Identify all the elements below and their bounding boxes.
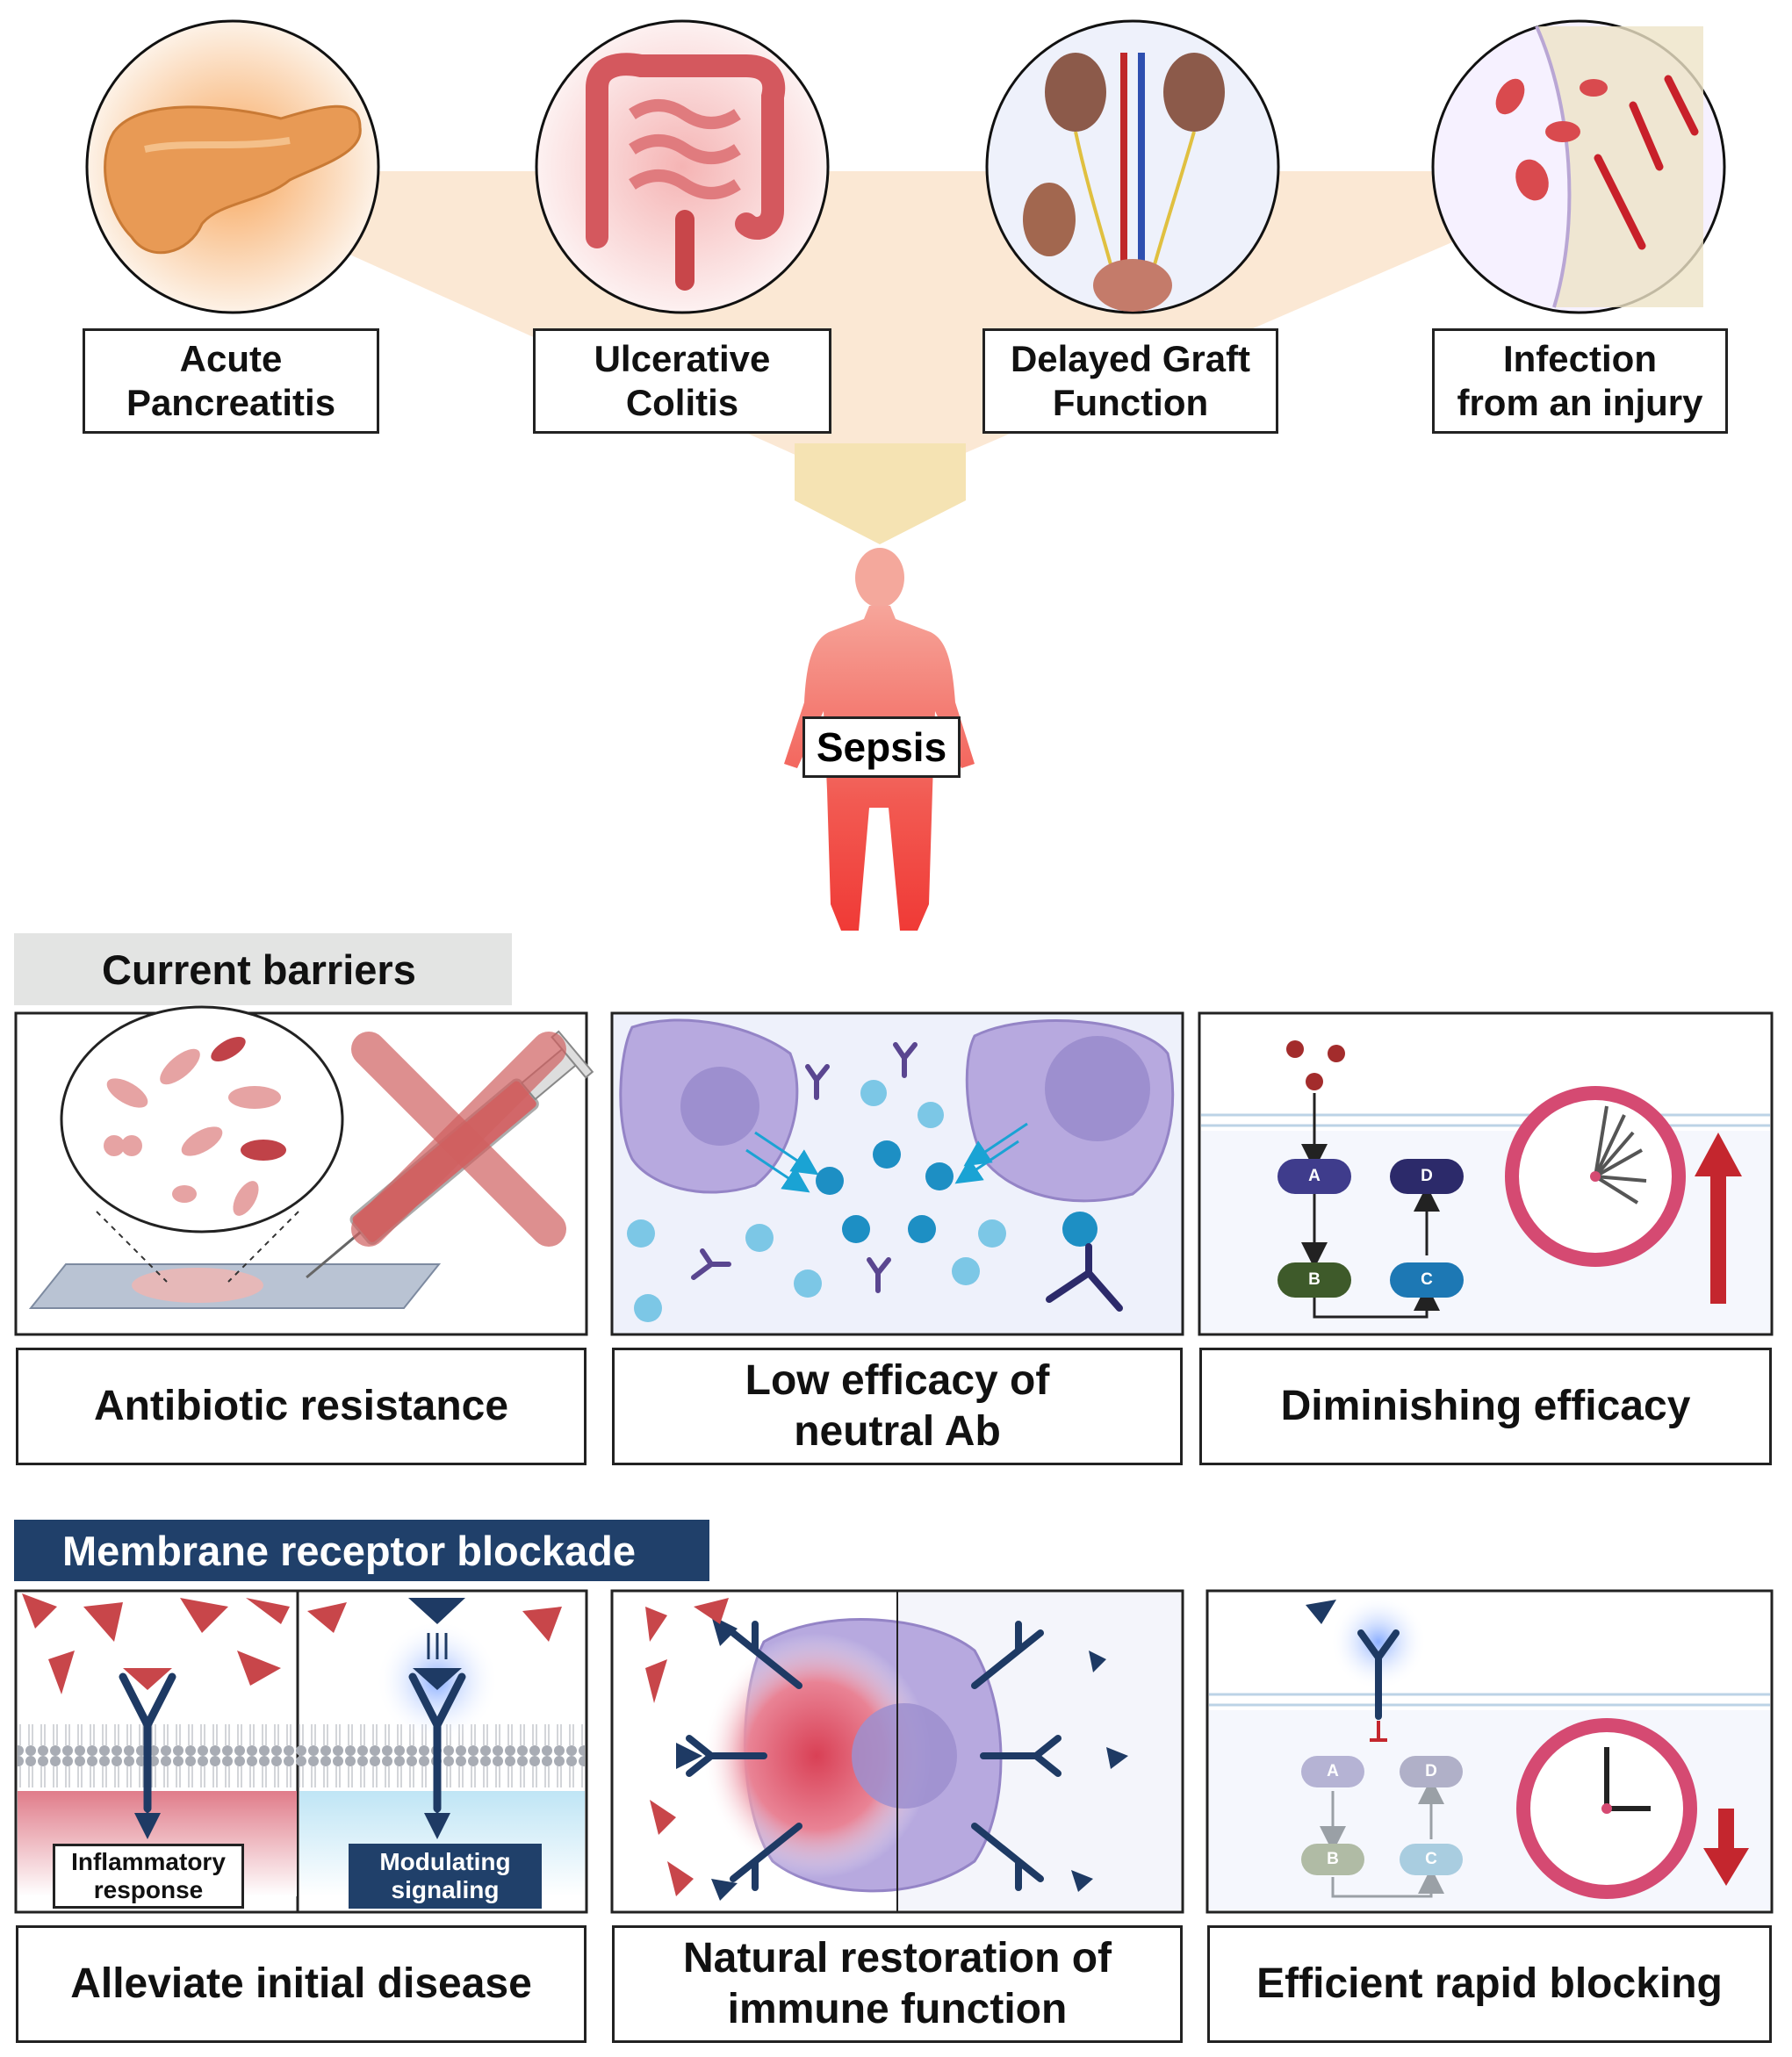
blockade-caption-rapid-blocking: Efficient rapid blocking [1207, 1925, 1772, 2043]
antibiotic-resistance-illustration [28, 1005, 594, 1309]
blocked-pathway-node-d: D [1400, 1756, 1463, 1787]
pathway-node-a: A [1277, 1159, 1351, 1194]
condition-label-acute-pancreatitis: Acute Pancreatitis [83, 328, 379, 434]
blocked-pathway-node-c: C [1400, 1844, 1463, 1875]
modulating-signaling-label: Modulating signaling [349, 1844, 542, 1909]
blocked-pathway-node-b: B [1301, 1844, 1364, 1875]
immune-restoration-illustration [645, 1591, 1181, 1912]
blocked-pathway-node-a: A [1301, 1756, 1364, 1787]
rapid-blocking-illustration [1209, 1593, 1770, 1910]
pathway-node-d: D [1390, 1159, 1464, 1194]
wound-illustration [1431, 19, 1726, 314]
colon-illustration [535, 19, 830, 314]
sepsis-label: Sepsis [802, 716, 961, 778]
current-barriers-header: Current barriers [14, 933, 512, 1005]
barrier-caption-antibiotic-resistance: Antibiotic resistance [16, 1348, 587, 1465]
membrane-receptor-blockade-header: Membrane receptor blockade [14, 1520, 709, 1581]
blockade-caption-alleviate: Alleviate initial disease [16, 1925, 587, 2043]
condition-label-delayed-graft-function: Delayed Graft Function [982, 328, 1278, 434]
barrier-caption-diminishing-efficacy: Diminishing efficacy [1199, 1348, 1772, 1465]
pathway-node-b: B [1277, 1262, 1351, 1298]
inflammatory-response-label: Inflammatory response [53, 1844, 244, 1909]
kidney-illustration [985, 19, 1280, 314]
barrier-caption-low-efficacy: Low efficacy of neutral Ab [612, 1348, 1183, 1465]
blockade-caption-restoration: Natural restoration of immune function [612, 1925, 1183, 2043]
pathway-node-c: C [1390, 1262, 1464, 1298]
neutral-antibody-illustration [619, 1018, 1175, 1322]
condition-label-infection-injury: Infection from an injury [1432, 328, 1728, 434]
pancreas-illustration [85, 19, 380, 314]
condition-label-ulcerative-colitis: Ulcerative Colitis [533, 328, 831, 434]
